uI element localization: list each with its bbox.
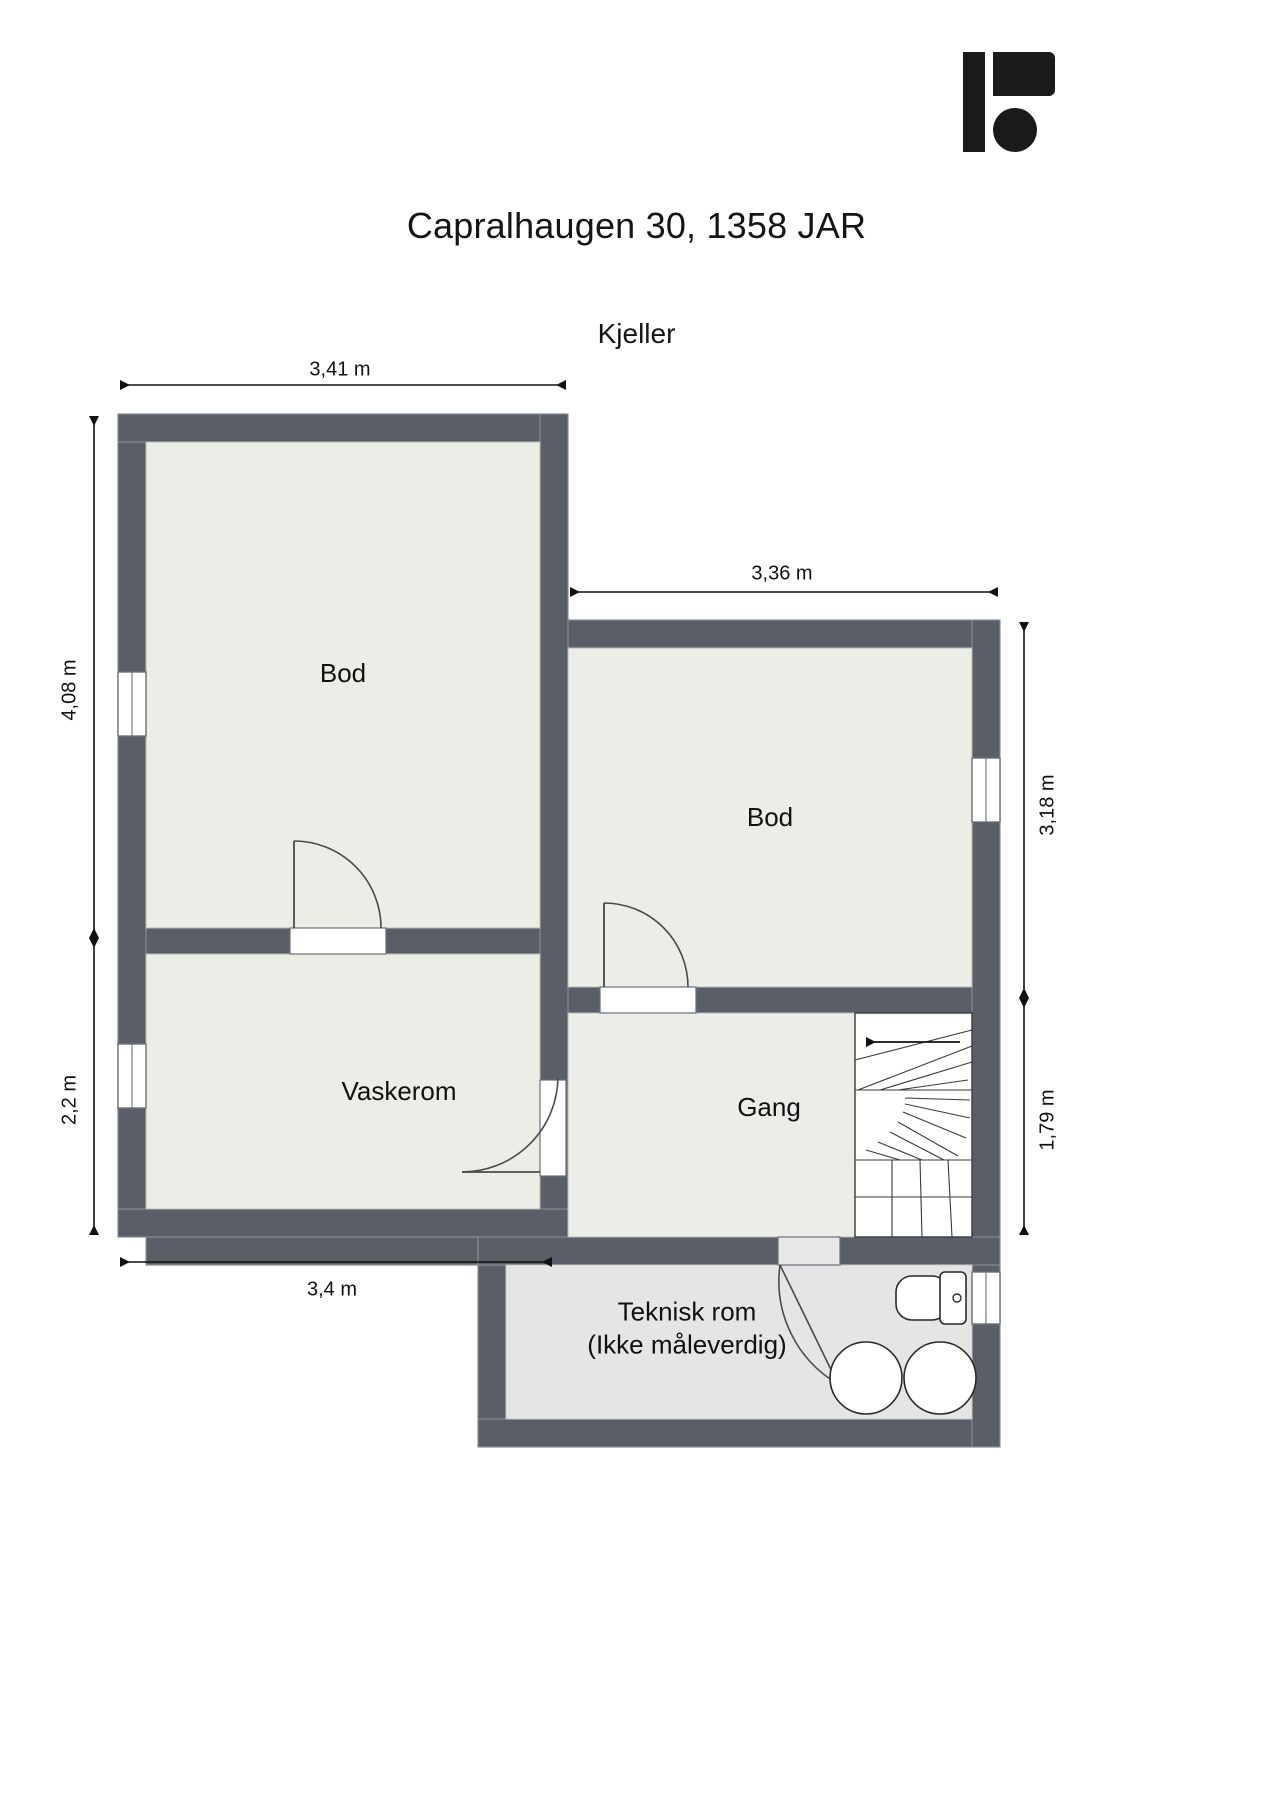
dimension-label-top-left: 3,41 m: [309, 358, 371, 381]
room-fill-vaskerom: [145, 953, 541, 1210]
dimension-lines: [89, 380, 1029, 1267]
circular-appliance-1: [829, 1341, 903, 1415]
room-fill-bod-upper-left: [145, 441, 541, 929]
room-label-gang: Gang: [737, 1092, 801, 1123]
staircase-winder: [854, 1012, 973, 1238]
room-fill-bod-right: [567, 647, 973, 988]
room-label-teknisk-rom: Teknisk rom (Ikke måleverdig): [587, 1296, 786, 1361]
dimension-label-right-lower: 1,79 m: [1036, 1089, 1059, 1151]
room-label-teknisk-rom-subtitle: (Ikke måleverdig): [587, 1329, 787, 1359]
windows: [117, 671, 1001, 1325]
circular-appliance-2: [903, 1341, 977, 1415]
dimension-label-bottom-left: 3,4 m: [306, 1278, 358, 1301]
logo-block-shape: [993, 52, 1055, 96]
floor-label: Kjeller: [597, 318, 676, 349]
room-label-bod-upper-left: Bod: [319, 658, 367, 689]
dimension-label-right-upper: 3,18 m: [1036, 774, 1059, 836]
dimension-label-left-lower: 2,2 m: [58, 1074, 81, 1126]
dimension-label-left-upper: 4,08 m: [58, 659, 81, 721]
room-label-vaskerom: Vaskerom: [341, 1076, 457, 1107]
logo-bar-shape: [963, 52, 985, 152]
company-logo: [963, 52, 1055, 152]
toilet-fixture: [895, 1271, 967, 1325]
room-label-bod-right: Bod: [746, 802, 794, 833]
doors: [289, 840, 841, 1385]
logo-dot-shape: [993, 108, 1037, 152]
page-title: Capralhaugen 30, 1358 JAR: [406, 205, 867, 246]
room-label-teknisk-rom-title: Teknisk rom: [617, 1296, 757, 1327]
dimension-label-top-right: 3,36 m: [751, 562, 813, 585]
